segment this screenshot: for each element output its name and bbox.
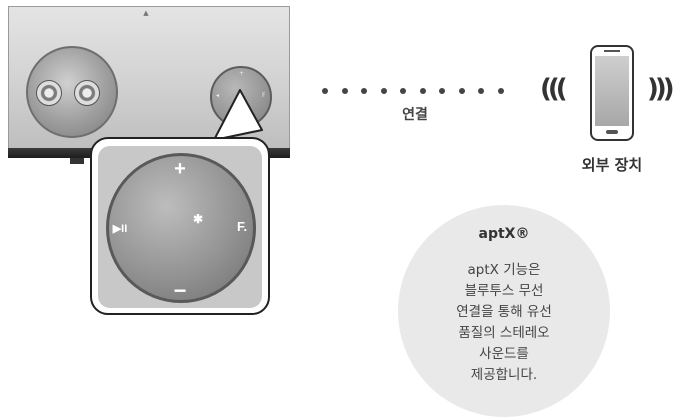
play-pause-label: ▶II [112, 223, 128, 235]
signal-wave-right-icon: ))) [647, 74, 675, 104]
connection-dot [497, 88, 504, 94]
volume-down-label: − [173, 278, 187, 303]
signal-wave-left-icon: ((( [540, 74, 568, 104]
speaker-logo-icon: ▲ [143, 9, 149, 17]
small-bt-icon: ᛒ [240, 92, 244, 99]
connection-dot [439, 88, 445, 94]
connection-dot [458, 88, 465, 94]
connection-dot [322, 88, 328, 94]
control-dial [106, 153, 256, 303]
aptx-info-circle [398, 205, 610, 417]
connection-dots [322, 84, 512, 98]
aptx-title: aptX® [478, 226, 530, 242]
small-play-icon: ◂ [216, 92, 220, 99]
volume-up-label: + [174, 158, 186, 180]
driver-right-icon [74, 80, 100, 106]
speaker-foot [70, 158, 84, 164]
small-plus-icon: + [239, 70, 245, 77]
external-device-label: 외부 장치 [581, 156, 643, 174]
connection-label: 연결 [402, 107, 428, 123]
phone-home-button [606, 130, 618, 134]
driver-left-icon [36, 80, 62, 106]
function-label: F. [236, 219, 248, 234]
connection-dot [419, 88, 426, 94]
phone-screen [595, 56, 629, 126]
speaker-control-dial-icon: + ◂ F ᛒ [210, 66, 272, 128]
connection-dot [361, 88, 367, 94]
connection-dot [478, 88, 484, 94]
connection-dot [380, 88, 387, 94]
aptx-description: aptX 기능은 블루투스 무선 연결을 통해 유선 품질의 스테레오 사운드를… [456, 262, 552, 383]
connection-dot [341, 88, 348, 94]
bluetooth-icon: ✱ [192, 212, 204, 226]
small-func-icon: F [262, 92, 266, 99]
connection-dot [400, 88, 406, 94]
phone-earpiece [604, 50, 620, 52]
